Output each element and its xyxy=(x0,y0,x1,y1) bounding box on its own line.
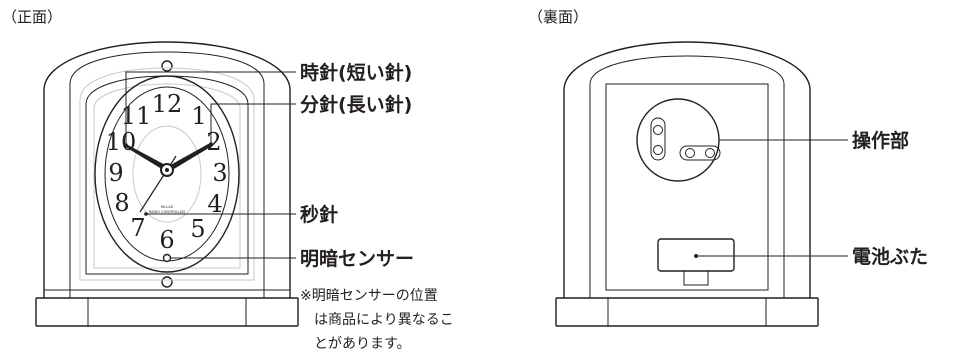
dial-number-12: 12 xyxy=(152,90,183,118)
leader-minute-hand xyxy=(210,103,296,144)
note-line-2: は商品により異なるこ xyxy=(314,312,454,328)
dial-subtext: RADIO CONTROLLED xyxy=(149,210,186,214)
minute-hand xyxy=(165,143,212,172)
back-base xyxy=(555,297,819,327)
dial-number-1: 1 xyxy=(191,102,206,130)
label-battery-cover: 電池ぶた xyxy=(852,245,928,268)
front-view: （正面） 12 1 2 3 4 5 6 7 8 9 xyxy=(2,8,454,352)
label-hour-hand: 時針(短い針) xyxy=(300,61,412,84)
back-view: （裏面） 操作部 電池ぶた xyxy=(528,8,928,327)
button-middle[interactable] xyxy=(653,145,663,155)
front-top-screw xyxy=(161,60,173,72)
clock-hands xyxy=(124,143,212,213)
hour-hand xyxy=(124,144,169,171)
back-cabinet xyxy=(563,41,811,298)
dial-brand: RILLAS xyxy=(161,205,174,209)
front-caption: （正面） xyxy=(2,8,62,26)
dial-number-2: 2 xyxy=(206,128,221,156)
note-line-3: とがあります。 xyxy=(314,336,411,352)
back-caption: （裏面） xyxy=(528,8,588,26)
label-second-hand: 秒針 xyxy=(300,203,338,226)
label-light-sensor: 明暗センサー xyxy=(300,247,414,270)
dial-number-10: 10 xyxy=(106,128,137,156)
label-minute-hand: 分針(長い針) xyxy=(300,93,412,116)
dial-number-5: 5 xyxy=(190,215,205,243)
front-bottom-screw xyxy=(161,276,173,288)
button-right-2[interactable] xyxy=(705,148,715,158)
dial-numbers: 12 1 2 3 4 5 6 7 8 9 10 11 xyxy=(106,90,228,254)
dial-number-4: 4 xyxy=(207,190,222,218)
dial-outer xyxy=(94,75,240,273)
leader-hour-hand xyxy=(125,71,296,145)
label-controls: 操作部 xyxy=(852,129,909,152)
button-right-1[interactable] xyxy=(685,148,695,158)
dial-number-7: 7 xyxy=(130,214,145,242)
dial-number-6: 6 xyxy=(159,226,174,254)
dial-number-3: 3 xyxy=(212,159,227,187)
button-top[interactable] xyxy=(653,125,663,135)
dial-number-11: 11 xyxy=(121,102,152,130)
dial-number-9: 9 xyxy=(108,159,123,187)
dial-number-8: 8 xyxy=(114,189,129,217)
front-cabinet xyxy=(43,41,291,298)
control-panel xyxy=(636,98,720,182)
light-sensor xyxy=(162,253,172,263)
front-base xyxy=(35,297,299,327)
note-line-1: ※明暗センサーの位置 xyxy=(300,288,438,304)
